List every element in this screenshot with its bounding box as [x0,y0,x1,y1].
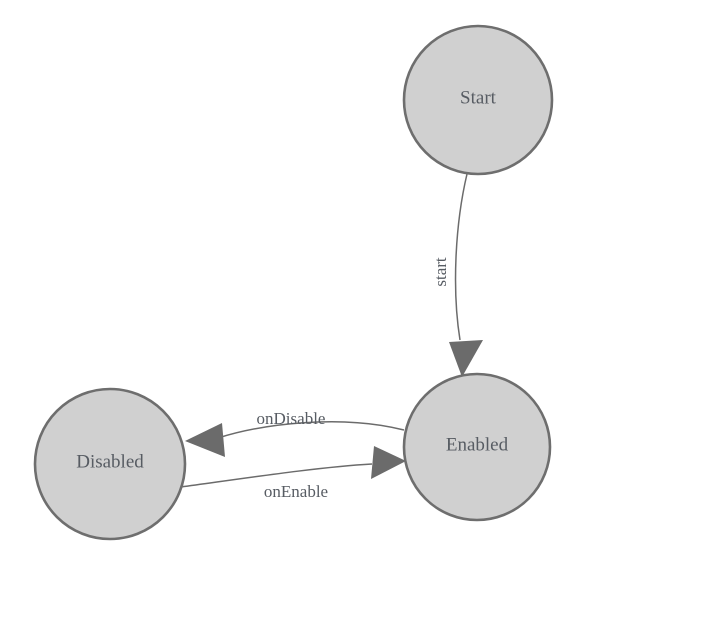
edge-enabled-to-disabled-line [217,421,405,439]
node-enabled-label: Enabled [446,434,509,455]
edge-label-onenable: onEnable [264,482,328,501]
edge-start-to-enabled[interactable]: start [431,173,483,377]
node-enabled-circle [402,372,552,522]
edge-enabled-to-disabled-arrowhead [185,423,225,457]
node-start[interactable]: Start [402,24,554,176]
edge-disabled-to-enabled-arrowhead [371,446,406,479]
edge-disabled-to-enabled[interactable]: onEnable [180,446,406,501]
edge-start-to-enabled-line [454,173,468,341]
edge-start-to-enabled-arrowhead [449,340,483,377]
node-start-circle [402,24,554,176]
node-start-label: Start [460,87,497,108]
edge-label-ondisable: onDisable [257,409,326,428]
edge-disabled-to-enabled-line [180,463,373,488]
node-disabled[interactable]: Disabled [33,387,187,541]
node-enabled[interactable]: Enabled [402,372,552,522]
node-disabled-label: Disabled [76,451,144,472]
edge-enabled-to-disabled[interactable]: onDisable [185,409,405,457]
node-disabled-circle [33,387,187,541]
edge-label-start: start [431,257,450,287]
